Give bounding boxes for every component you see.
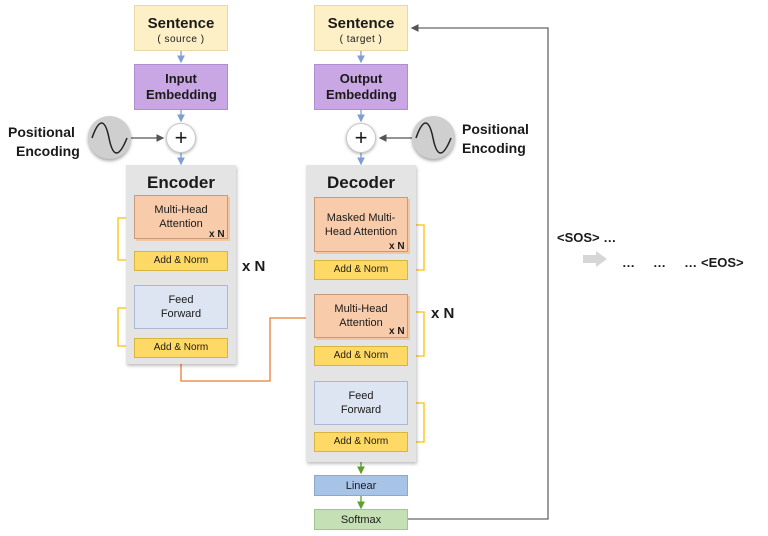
input-embedding-box: Input Embedding bbox=[134, 64, 228, 110]
encoder-add-icon: + bbox=[166, 123, 196, 153]
encoder-repeat-label: x N bbox=[242, 258, 266, 275]
encoder-add-norm-2: Add & Norm bbox=[134, 338, 228, 358]
encoder-feed-forward: Feed Forward bbox=[134, 285, 228, 329]
decoder-add-norm-1: Add & Norm bbox=[314, 260, 408, 280]
decoder-attention-label: Multi-Head Attention bbox=[334, 303, 388, 329]
sequence-middle: … … … bbox=[622, 255, 698, 270]
target-sentence-subtitle: ( target ) bbox=[339, 34, 383, 45]
positional-label-line2: Encoding bbox=[462, 140, 526, 156]
decoder-masked-attention-label: Masked Multi-Head Attention bbox=[324, 211, 398, 238]
sine-wave-icon bbox=[88, 116, 131, 159]
encoder-feed-forward-label: Feed Forward bbox=[160, 294, 202, 320]
right-arrow-icon bbox=[582, 251, 608, 267]
decoder-add-icon: + bbox=[346, 123, 376, 153]
encoder-add-norm-1: Add & Norm bbox=[134, 251, 228, 271]
input-embedding-label: Input Embedding bbox=[146, 71, 217, 102]
decoder-add-norm-3: Add & Norm bbox=[314, 432, 408, 452]
source-sentence-box: Sentence ( source ) bbox=[134, 5, 228, 51]
target-sentence-box: Sentence ( target ) bbox=[314, 5, 408, 51]
softmax-layer: Softmax bbox=[314, 509, 408, 530]
positional-encoding-label-left: Positional Encoding bbox=[8, 123, 80, 161]
target-sentence-title: Sentence bbox=[327, 15, 395, 32]
output-embedding-label: Output Embedding bbox=[326, 71, 397, 102]
encoder-multi-head-attention: Multi-Head Attention bbox=[134, 195, 228, 239]
encoder-attention-label: Multi-Head Attention bbox=[154, 204, 208, 230]
positional-label-line1: Positional bbox=[8, 124, 75, 140]
decoder-feed-forward: Feed Forward bbox=[314, 381, 408, 425]
feedback-loop bbox=[408, 24, 549, 520]
decoder-title: Decoder bbox=[326, 173, 396, 192]
sine-wave-icon bbox=[412, 116, 455, 159]
decoder-feed-forward-label: Feed Forward bbox=[340, 390, 382, 416]
positional-encoding-label-right: Positional Encoding bbox=[462, 120, 529, 158]
sequence-end: <EOS> bbox=[701, 255, 744, 270]
positional-label-line2: Encoding bbox=[16, 143, 80, 159]
decoder-add-norm-2: Add & Norm bbox=[314, 346, 408, 366]
decoder-attention-repeat: x N bbox=[389, 326, 405, 337]
source-sentence-subtitle: ( source ) bbox=[157, 34, 205, 45]
encoder-title: Encoder bbox=[146, 173, 216, 192]
encoder-attention-repeat: x N bbox=[209, 229, 225, 240]
decoder-multi-head-attention: Multi-Head Attention bbox=[314, 294, 408, 338]
linear-layer: Linear bbox=[314, 475, 408, 496]
decoder-repeat-label: x N bbox=[431, 305, 455, 322]
encoder-decoder-connection bbox=[180, 317, 312, 382]
output-embedding-box: Output Embedding bbox=[314, 64, 408, 110]
decoder-masked-attention-repeat: x N bbox=[389, 241, 405, 252]
decoder-masked-attention: Masked Multi-Head Attention bbox=[314, 197, 408, 252]
source-sentence-title: Sentence bbox=[147, 15, 215, 32]
sequence-start: <SOS> … bbox=[557, 230, 617, 245]
positional-label-line1: Positional bbox=[462, 121, 529, 137]
